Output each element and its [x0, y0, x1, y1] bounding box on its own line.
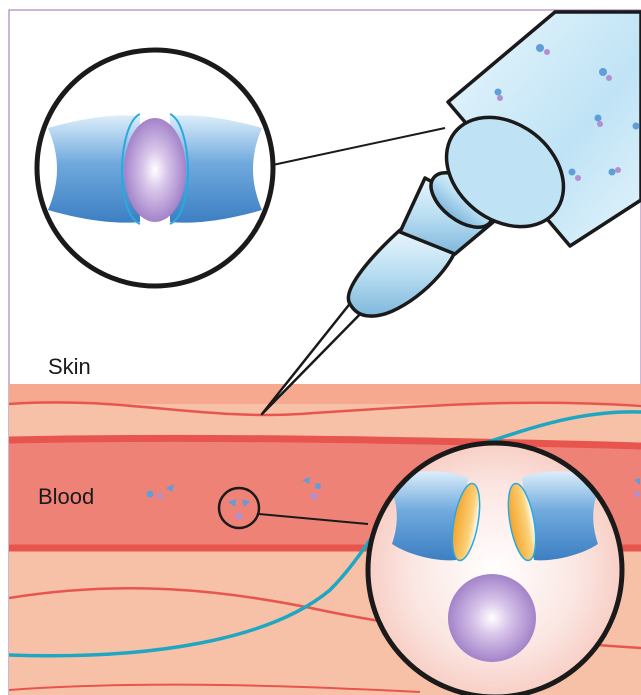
- cargo-sphere: [124, 118, 186, 222]
- skin-label: Skin: [48, 354, 91, 379]
- open-capsule-zoom: [368, 443, 622, 695]
- skin-surface-layer: [9, 384, 641, 404]
- blood-label: Blood: [38, 484, 94, 509]
- closed-capsule-zoom: [37, 50, 273, 286]
- released-cargo-sphere: [448, 574, 536, 662]
